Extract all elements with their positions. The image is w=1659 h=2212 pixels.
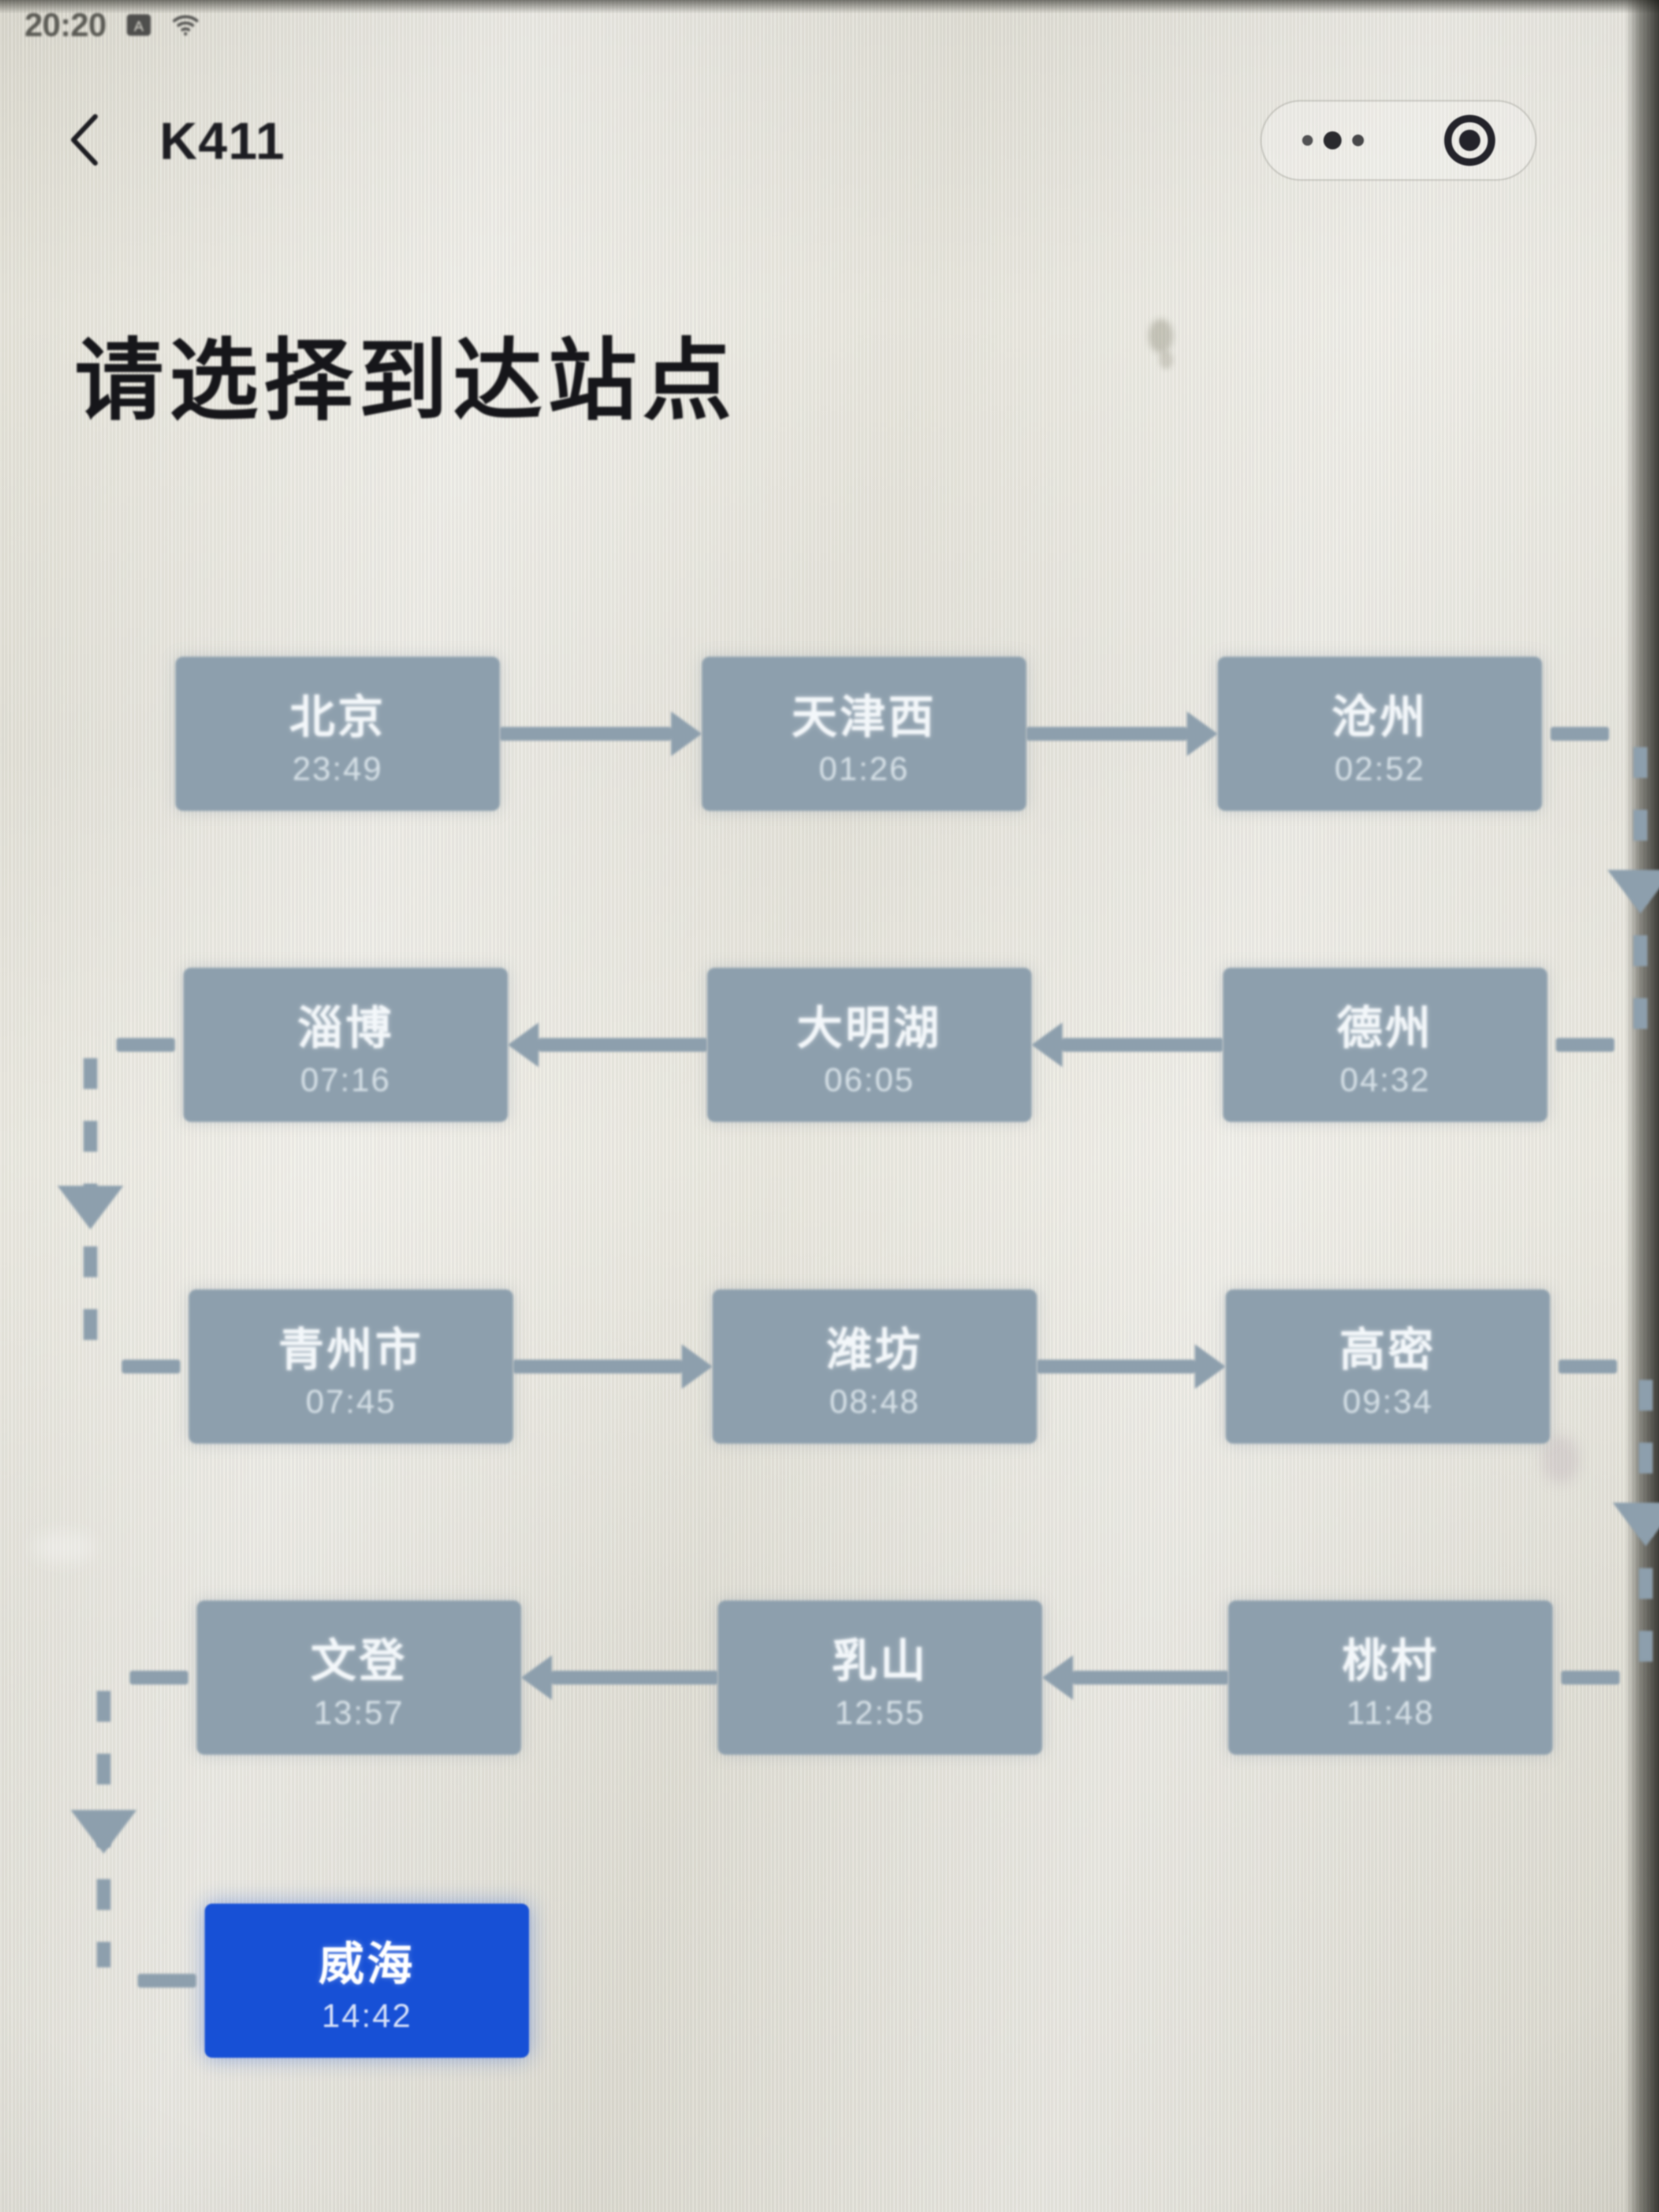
arrow-left-icon — [1032, 1023, 1223, 1067]
station-node[interactable]: 文登 13:57 — [197, 1601, 521, 1755]
miniprogram-capsule — [1260, 100, 1537, 181]
station-node[interactable]: 乳山 12:55 — [718, 1601, 1042, 1755]
station-time: 14:42 — [321, 1998, 413, 2034]
station-node-selected[interactable]: 威海 14:42 — [205, 1904, 529, 2058]
connector-dash — [138, 1974, 196, 1988]
station-time: 06:05 — [824, 1062, 915, 1099]
station-time: 09:34 — [1342, 1384, 1434, 1420]
station-node[interactable]: 潍坊 08:48 — [713, 1289, 1037, 1444]
station-node[interactable]: 北京 23:49 — [175, 657, 500, 811]
station-time: 12:55 — [834, 1695, 926, 1731]
arrow-left-icon — [1042, 1655, 1228, 1700]
station-time: 04:32 — [1339, 1062, 1431, 1099]
station-name: 北京 — [289, 692, 386, 743]
svg-text:A: A — [134, 18, 144, 34]
back-button[interactable] — [53, 101, 117, 181]
arrow-left-icon — [508, 1023, 707, 1067]
station-name: 天津西 — [791, 692, 937, 743]
station-node[interactable]: 大明湖 06:05 — [707, 968, 1032, 1122]
wifi-icon — [171, 11, 200, 39]
station-name: 德州 — [1337, 1003, 1434, 1054]
connector-arrowhead-down-icon — [57, 1186, 123, 1230]
station-time: 13:57 — [313, 1695, 405, 1731]
connector-arrowhead-down-icon — [1607, 870, 1659, 914]
more-dots-icon[interactable] — [1302, 131, 1364, 149]
station-time: 11:48 — [1346, 1695, 1435, 1731]
station-node[interactable]: 桃村 11:48 — [1228, 1601, 1553, 1755]
app-badge-icon: A — [124, 11, 153, 39]
station-time: 07:45 — [305, 1384, 397, 1420]
station-node[interactable]: 天津西 01:26 — [702, 657, 1026, 811]
station-name: 淄博 — [297, 1003, 394, 1054]
station-time: 07:16 — [300, 1062, 391, 1099]
connector-dash — [116, 1038, 175, 1052]
section-heading: 请选择到达站点 — [74, 331, 737, 431]
arrow-right-icon — [513, 1344, 713, 1389]
arrow-right-icon — [500, 711, 702, 756]
connector-dash — [122, 1360, 180, 1373]
station-time: 01:26 — [818, 751, 910, 787]
station-name: 威海 — [319, 1939, 415, 1990]
station-name: 乳山 — [832, 1636, 928, 1687]
arrow-right-icon — [1037, 1344, 1226, 1389]
nav-bar: K411 — [0, 96, 1659, 197]
connector-arrowhead-down-icon — [1613, 1503, 1659, 1547]
station-name: 青州市 — [278, 1325, 424, 1376]
connector-dash — [1556, 1038, 1614, 1052]
connector-dash — [130, 1671, 188, 1685]
arrow-right-icon — [1026, 711, 1218, 756]
station-name: 潍坊 — [826, 1325, 923, 1376]
station-time: 23:49 — [292, 751, 383, 787]
station-node[interactable]: 德州 04:32 — [1223, 968, 1547, 1122]
connector-dash — [1551, 727, 1609, 741]
chevron-left-icon — [63, 111, 107, 172]
station-name: 大明湖 — [797, 1003, 942, 1054]
station-node[interactable]: 高密 09:34 — [1226, 1289, 1550, 1444]
station-time: 08:48 — [829, 1384, 920, 1420]
station-node[interactable]: 沧州 02:52 — [1218, 657, 1542, 811]
page-title: K411 — [160, 111, 286, 170]
connector-dash — [1559, 1360, 1617, 1373]
station-time: 02:52 — [1334, 751, 1426, 787]
station-node[interactable]: 青州市 07:45 — [189, 1289, 513, 1444]
station-name: 沧州 — [1331, 692, 1428, 743]
station-name: 文登 — [311, 1636, 407, 1687]
station-node[interactable]: 淄博 07:16 — [183, 968, 508, 1122]
connector-dash — [1561, 1671, 1620, 1685]
arrow-left-icon — [521, 1655, 718, 1700]
connector-arrowhead-down-icon — [71, 1810, 137, 1854]
station-name: 高密 — [1339, 1325, 1436, 1376]
station-name: 桃村 — [1342, 1636, 1439, 1687]
